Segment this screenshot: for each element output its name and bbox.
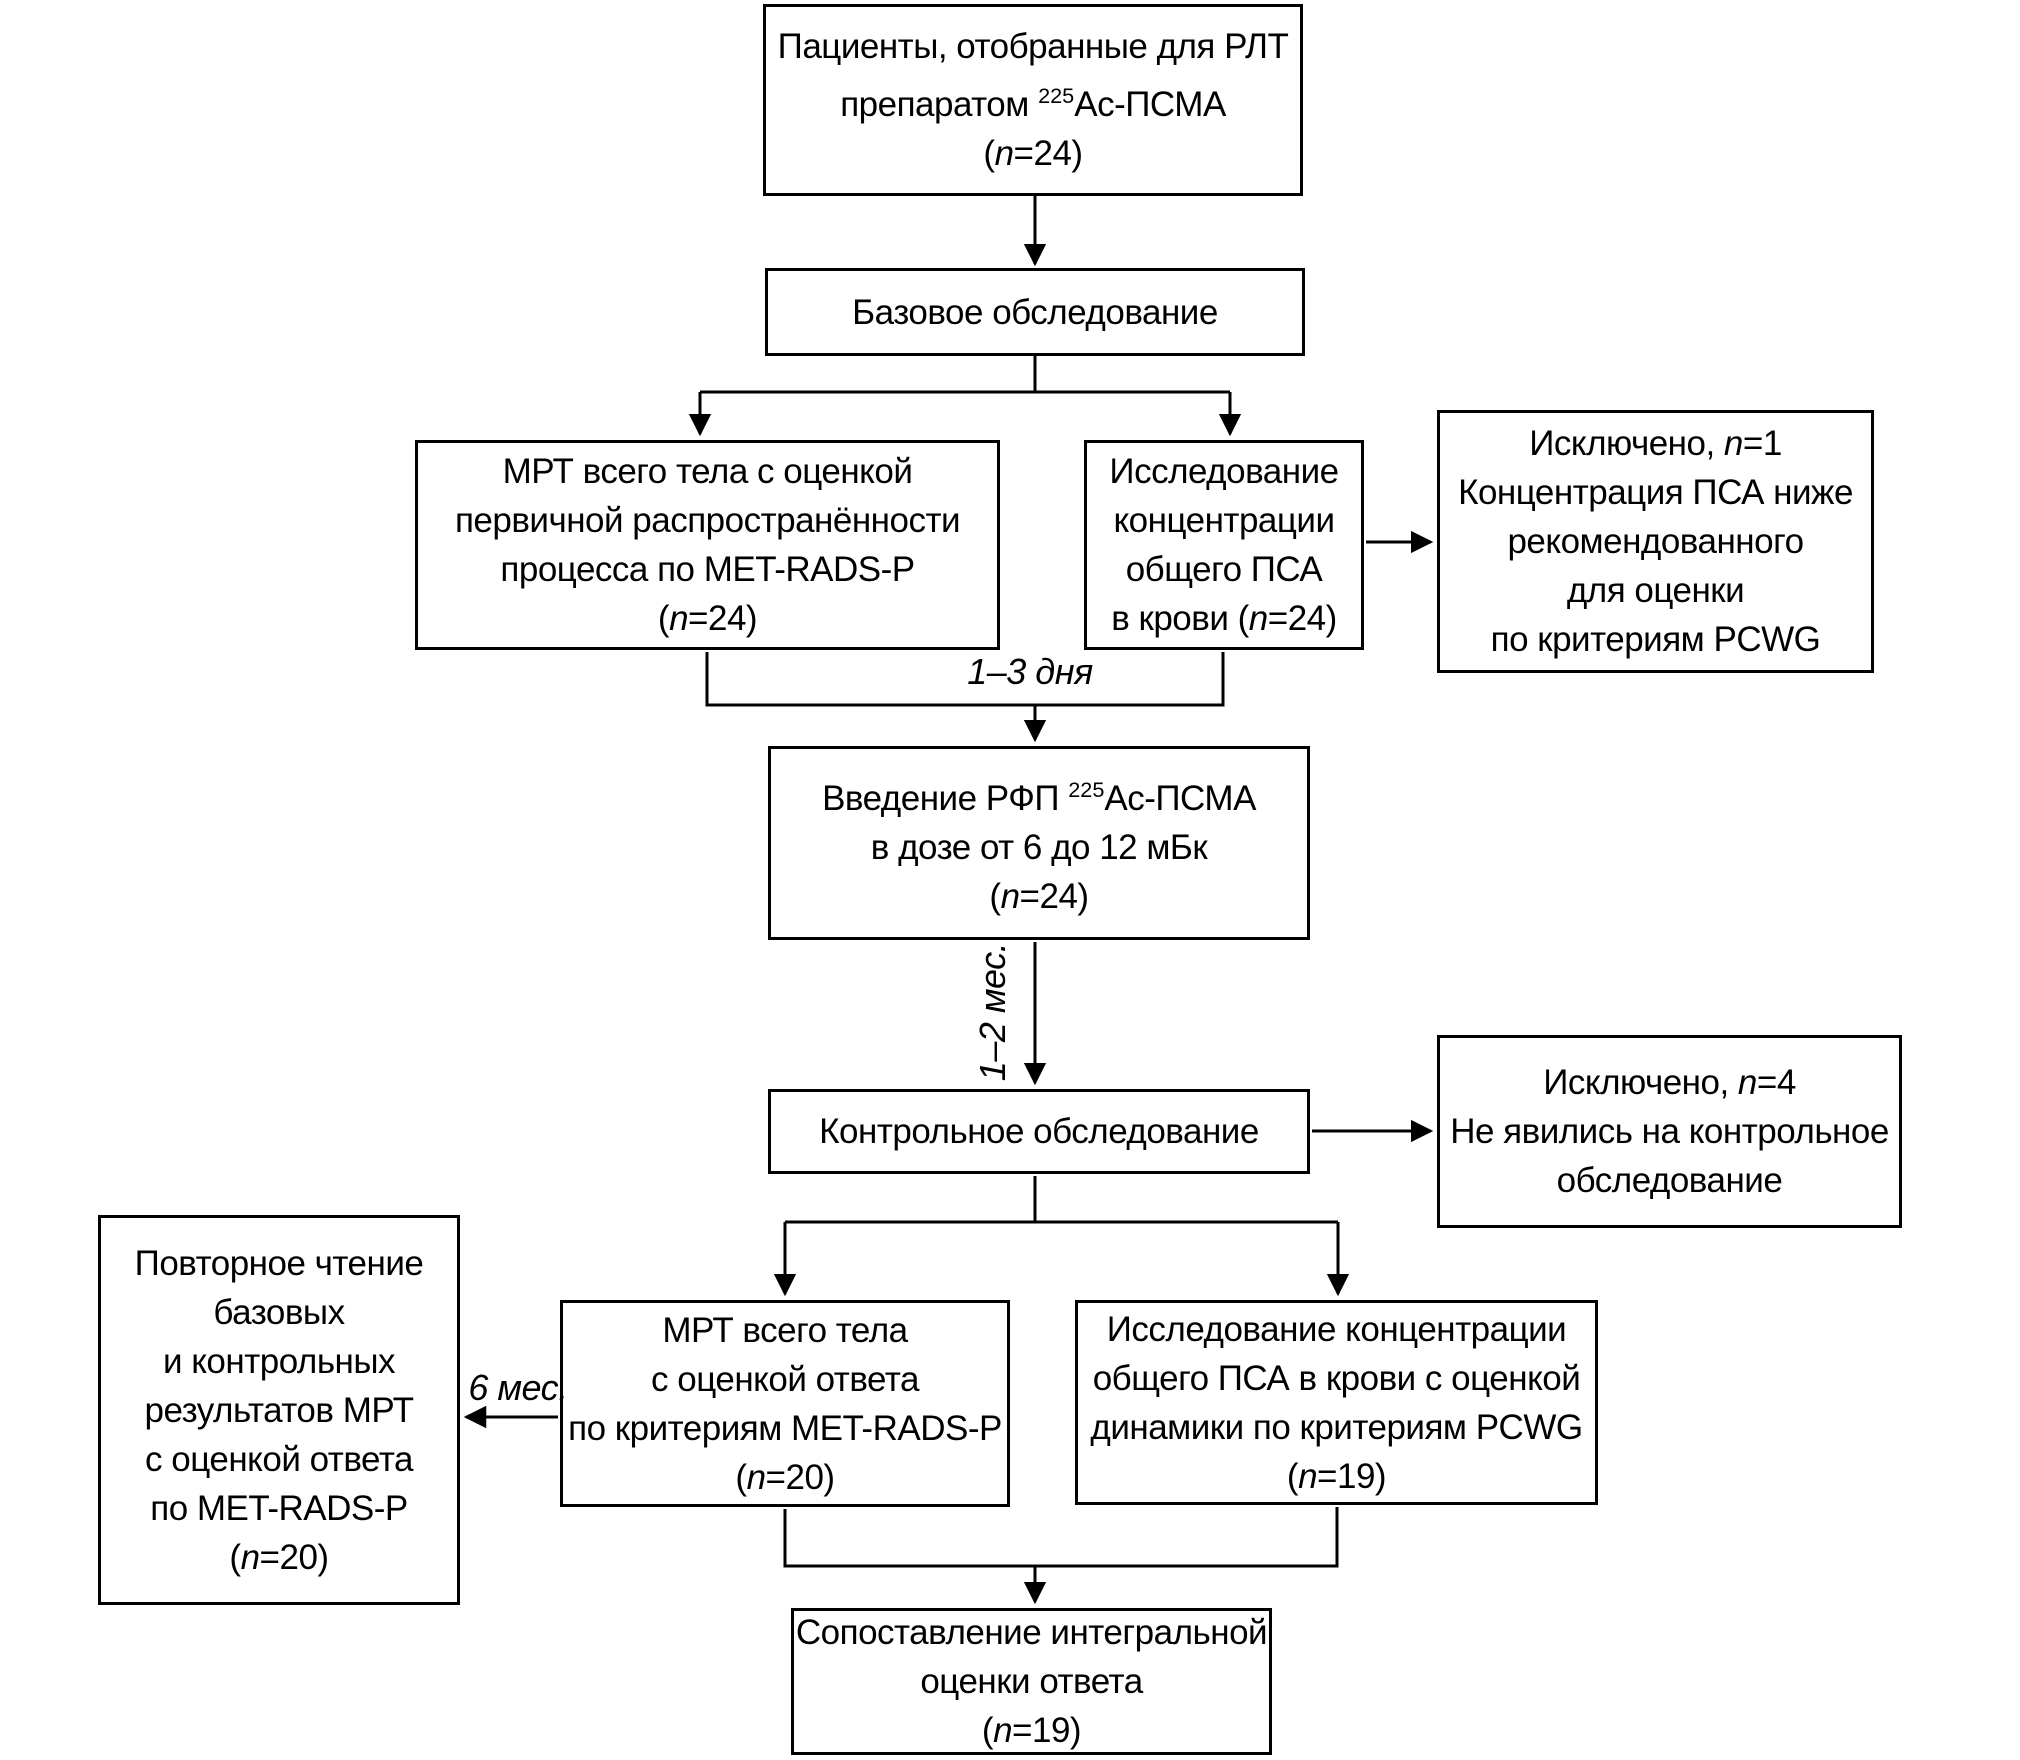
text-line: Введение РФП 225Ac-ПСМА <box>822 776 1256 818</box>
text-line: Исключено, n=1 <box>1529 424 1782 463</box>
text-line: для оценки <box>1566 571 1745 610</box>
text-line: (n=19) <box>981 1711 1082 1750</box>
box-followup-examination: Контрольное обследование <box>768 1089 1310 1174</box>
text-line: Исследование концентрации <box>1106 1309 1567 1349</box>
box-repeat-reading: Повторное чтение базовых и контрольных р… <box>98 1215 460 1605</box>
box-baseline-examination: Базовое обследование <box>765 268 1305 356</box>
connector-followup-split <box>785 1176 1338 1224</box>
box-mri-followup: МРТ всего тела с оценкой ответа по крите… <box>560 1300 1010 1507</box>
text-line: первичной распространённости <box>454 501 961 540</box>
text-line: (n=24) <box>983 134 1083 173</box>
edge-label-1-3-days: 1–3 дня <box>967 651 1093 692</box>
text-line: Не явились на контрольное <box>1450 1112 1889 1151</box>
box-psa-baseline: Исследование концентрации общего ПСА в к… <box>1084 440 1364 650</box>
text-line: Контрольное обследование <box>819 1112 1259 1151</box>
text-line: динамики по критериям PCWG <box>1090 1407 1583 1447</box>
text-line: в крови (n=24) <box>1111 599 1337 638</box>
text-line: по критериям MET-RADS-P <box>568 1408 1002 1448</box>
box-patients-selected: Пациенты, отобранные для РЛТ препаратом … <box>763 4 1303 196</box>
text-line: МРТ всего тела с оценкой <box>502 452 913 491</box>
text-line: Пациенты, отобранные для РЛТ <box>777 26 1289 66</box>
edge-label-1-2-months: 1–2 мес. <box>972 942 1013 1082</box>
text-line: оценки ответа <box>920 1662 1143 1701</box>
box-excluded-n1: Исключено, n=1 Концентрация ПСА ниже рек… <box>1437 410 1874 673</box>
text-line: Исследование <box>1109 452 1339 491</box>
text-line: Базовое обследование <box>852 292 1218 332</box>
text-line: процесса по MET-RADS-P <box>500 550 915 589</box>
text-line: (n=20) <box>229 1537 329 1577</box>
box-injection-rfp: Введение РФП 225Ac-ПСМА в дозе от 6 до 1… <box>768 746 1310 940</box>
text-line: препаратом 225Ac-ПСМА <box>840 82 1226 124</box>
box-mri-baseline: МРТ всего тела с оценкой первичной распр… <box>415 440 1000 650</box>
text-line: Сопоставление интегральной <box>795 1613 1268 1652</box>
text-line: Повторное чтение <box>134 1243 424 1283</box>
text-line: базовых <box>213 1292 345 1332</box>
text-line: по критериям PCWG <box>1490 620 1821 659</box>
box-integral-comparison: Сопоставление интегральной оценки ответа… <box>791 1608 1272 1755</box>
text-line: (n=20) <box>735 1457 835 1497</box>
text-line: в дозе от 6 до 12 мБк <box>870 828 1208 867</box>
text-line: по MET-RADS-P <box>150 1488 408 1528</box>
text-line: с оценкой ответа <box>145 1439 413 1479</box>
text-line: Исключено, n=4 <box>1543 1063 1796 1102</box>
text-line: (n=19) <box>1286 1456 1387 1496</box>
text-line: МРТ всего тела <box>662 1310 908 1350</box>
text-line: рекомендованного <box>1507 522 1804 561</box>
text-line: результатов МРТ <box>144 1390 414 1430</box>
text-line: концентрации <box>1113 501 1335 540</box>
edge-label-6-months: 6 мес. <box>468 1367 568 1408</box>
text-line: общего ПСА <box>1125 550 1323 589</box>
box-excluded-n4: Исключено, n=4 Не явились на контрольное… <box>1437 1035 1902 1228</box>
text-line: Концентрация ПСА ниже <box>1458 473 1853 512</box>
text-line: обследование <box>1556 1161 1783 1200</box>
text-line: и контрольных <box>162 1341 396 1381</box>
connector-baseline-merge <box>705 652 1225 707</box>
text-line: (n=24) <box>657 599 758 638</box>
text-line: (n=24) <box>989 877 1089 916</box>
connector-followup-merge <box>783 1507 1339 1568</box>
text-line: общего ПСА в крови с оценкой <box>1092 1358 1581 1398</box>
box-psa-followup: Исследование концентрации общего ПСА в к… <box>1075 1300 1598 1505</box>
text-line: с оценкой ответа <box>651 1359 919 1399</box>
connector-baseline-split <box>700 356 1230 394</box>
